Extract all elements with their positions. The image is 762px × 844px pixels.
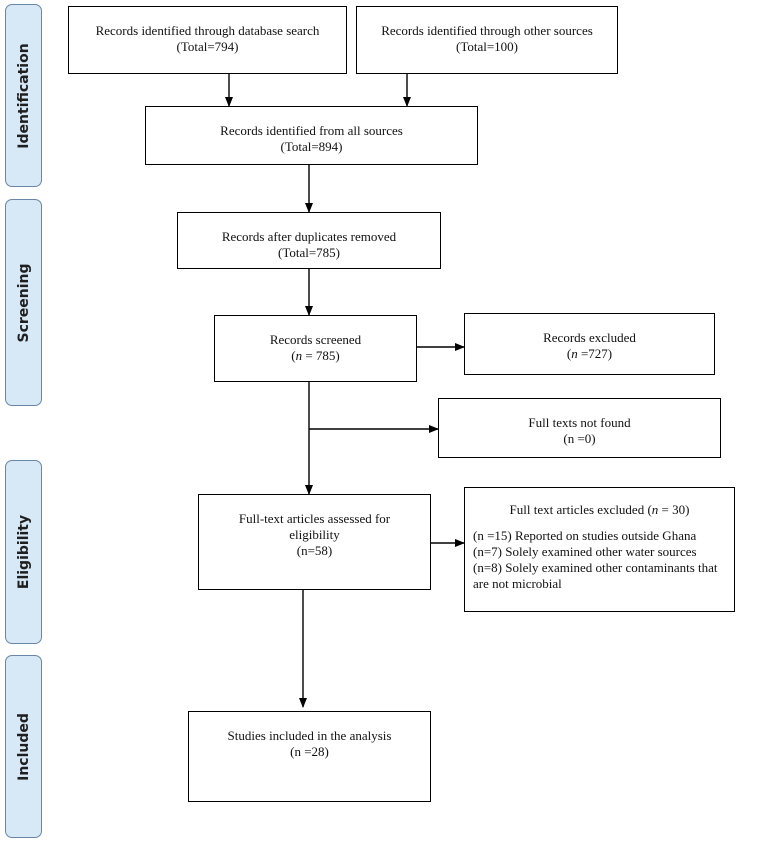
fulltext-excluded-n-symbol: n	[651, 502, 659, 517]
box-records-screened: Records screened (n = 785)	[214, 315, 417, 382]
phase-screening: Screening	[5, 199, 42, 406]
box-other-sources: Records identified through other sources…	[356, 6, 618, 74]
box-full-texts-not-found: Full texts not found (n =0)	[438, 398, 721, 458]
all-sources-total: (Total=894)	[280, 139, 343, 154]
phase-included-label: Included	[15, 712, 32, 781]
phase-included: Included	[5, 655, 42, 838]
exclusion-reason: (n =15) Reported on studies outside Ghan…	[473, 528, 697, 543]
other-sources-label: Records identified through other sources	[381, 23, 593, 38]
phase-screening-label: Screening	[15, 262, 32, 343]
box-all-sources: Records identified from all sources (Tot…	[145, 106, 478, 165]
duplicates-removed-label: Records after duplicates removed	[221, 229, 397, 244]
all-sources-label: Records identified from all sources	[220, 123, 403, 138]
screened-count: (n = 785)	[291, 348, 340, 363]
box-assessed-for-eligibility: Full-text articles assessed for eligibil…	[198, 494, 431, 590]
duplicates-removed-total: (Total=785)	[277, 245, 341, 260]
excluded-n-symbol: n	[571, 346, 578, 361]
excluded-label: Records excluded	[543, 330, 636, 345]
exclusion-reason: (n=7) Solely examined other water source…	[473, 544, 697, 559]
not-found-label: Full texts not found	[528, 415, 631, 430]
phase-identification-label: Identification	[15, 42, 32, 149]
screened-label: Records screened	[269, 332, 362, 347]
screened-n-symbol: n	[295, 348, 303, 363]
assessed-label-1: Full-text articles assessed for	[238, 511, 391, 526]
not-found-count: (n =0)	[563, 431, 596, 446]
exclusion-reason: are not microbial	[473, 576, 562, 591]
db-search-label: Records identified through database sear…	[95, 23, 320, 38]
assessed-count: (n=58)	[296, 543, 333, 558]
box-studies-included: Studies included in the analysis (n =28)	[188, 711, 431, 802]
phase-eligibility-label: Eligibility	[15, 514, 32, 590]
other-sources-total: (Total=100)	[455, 39, 519, 54]
fulltext-excluded-header: Full text articles excluded (n = 30)	[509, 502, 690, 517]
exclusion-reason: (n=8) Solely examined other contaminants…	[473, 560, 718, 575]
assessed-label-2: eligibility	[289, 527, 340, 542]
phase-identification: Identification	[5, 4, 42, 187]
included-count: (n =28)	[290, 744, 329, 759]
box-full-text-excluded: Full text articles excluded (n = 30) (n …	[464, 487, 735, 612]
excluded-count: (n =727)	[566, 346, 613, 361]
db-search-total: (Total=794)	[176, 39, 239, 54]
excluded-n-value: =727)	[577, 346, 613, 361]
included-label: Studies included in the analysis	[227, 728, 392, 743]
box-database-search: Records identified through database sear…	[68, 6, 347, 74]
screened-n-value: = 785)	[302, 348, 340, 363]
box-duplicates-removed: Records after duplicates removed (Total=…	[177, 212, 441, 269]
box-records-excluded: Records excluded (n =727)	[464, 313, 715, 375]
phase-eligibility: Eligibility	[5, 460, 42, 644]
